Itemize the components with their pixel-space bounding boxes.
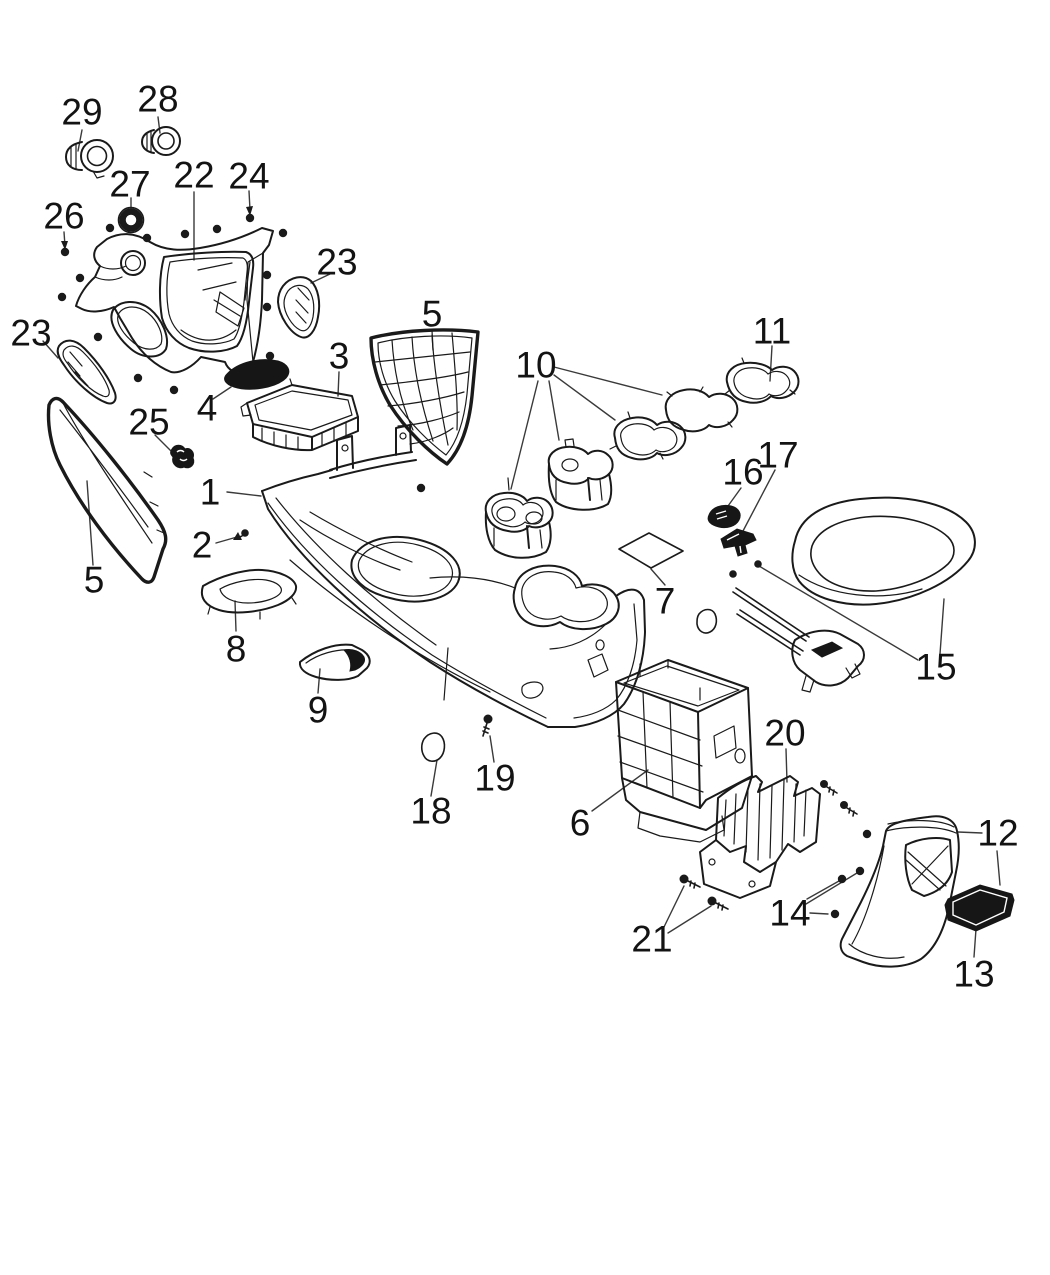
callout-12: 12 bbox=[977, 813, 1018, 854]
callout-14: 14 bbox=[769, 893, 810, 934]
callout-5: 5 bbox=[84, 560, 105, 601]
callout-25: 25 bbox=[128, 402, 169, 443]
part-10-cupholder-liner-set bbox=[484, 386, 739, 559]
leader-lines bbox=[42, 116, 1001, 958]
part-16-latch-button bbox=[707, 504, 741, 529]
callout-1: 1 bbox=[200, 472, 221, 513]
part-23-right-bezel bbox=[277, 276, 321, 339]
part-3-storage-bin bbox=[240, 378, 359, 452]
part-19-screw bbox=[482, 714, 493, 737]
callout-7: 7 bbox=[655, 581, 676, 622]
part-5-net-panel bbox=[369, 328, 480, 466]
part-17-latch bbox=[720, 528, 757, 557]
callout-22: 22 bbox=[173, 155, 214, 196]
callout-20: 20 bbox=[764, 713, 805, 754]
part-27-grommet bbox=[117, 206, 145, 234]
part-22-front-trim-panel bbox=[75, 227, 274, 374]
callout-23: 23 bbox=[10, 313, 51, 354]
callout-6: 6 bbox=[570, 803, 591, 844]
callout-17: 17 bbox=[757, 435, 798, 476]
part-7-liner-pad bbox=[618, 532, 684, 569]
part-15-armrest bbox=[791, 496, 976, 606]
callout-28: 28 bbox=[137, 79, 178, 120]
part-8-trim-bezel bbox=[200, 568, 298, 620]
callout-3: 3 bbox=[329, 336, 350, 377]
console-grommet bbox=[696, 608, 718, 634]
callout-27: 27 bbox=[109, 164, 150, 205]
callout-5: 5 bbox=[422, 294, 443, 335]
callout-13: 13 bbox=[953, 954, 994, 995]
clip-fasteners bbox=[57, 213, 872, 919]
part-29-power-outlet bbox=[65, 139, 114, 179]
callout-8: 8 bbox=[226, 629, 247, 670]
part-2-screw bbox=[234, 529, 249, 540]
callout-2: 2 bbox=[192, 525, 213, 566]
callout-9: 9 bbox=[308, 690, 329, 731]
part-15-hinge-assembly bbox=[732, 587, 865, 693]
part-18-plug-cap bbox=[420, 732, 446, 762]
part-11-cupholder-bezel bbox=[724, 357, 800, 404]
part-13-console-mat bbox=[944, 884, 1015, 932]
part-5-side-cover bbox=[46, 396, 168, 584]
callout-15: 15 bbox=[915, 647, 956, 688]
part-1-console-body bbox=[261, 424, 646, 728]
callout-19: 19 bbox=[474, 758, 515, 799]
callout-16: 16 bbox=[722, 452, 763, 493]
part-20-screws bbox=[820, 780, 858, 817]
part-12-rear-cover bbox=[839, 815, 960, 968]
part-25-clip bbox=[170, 444, 195, 469]
part-23-left-bezel bbox=[56, 339, 117, 405]
callout-24: 24 bbox=[228, 156, 269, 197]
callout-29: 29 bbox=[61, 92, 102, 133]
callout-23: 23 bbox=[316, 242, 357, 283]
part-4-rubber-mat bbox=[224, 359, 290, 390]
callout-4: 4 bbox=[197, 388, 218, 429]
callout-18: 18 bbox=[410, 791, 451, 832]
callout-26: 26 bbox=[43, 196, 84, 237]
callout-21: 21 bbox=[631, 919, 672, 960]
part-9-trim-cap bbox=[298, 643, 371, 681]
part-28-power-outlet bbox=[141, 126, 181, 156]
part-20-bracket bbox=[699, 775, 821, 899]
callout-11: 11 bbox=[753, 311, 791, 352]
callout-10: 10 bbox=[515, 345, 556, 386]
part-21-screws bbox=[679, 874, 729, 911]
leader-arrowheads bbox=[61, 206, 253, 540]
part-6-rear-frame bbox=[615, 659, 753, 843]
